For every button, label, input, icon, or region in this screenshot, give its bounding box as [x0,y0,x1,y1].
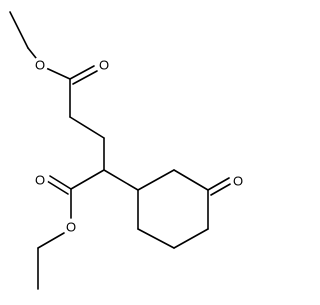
bond-ring-c2-c3 [173,169,209,191]
svg-text:O: O [99,58,109,73]
bond-chain-c4-ring-c1 [103,169,139,191]
bond-chain-c2-c3 [69,116,105,139]
bond-ethyl1-c2-o [27,47,37,59]
bond-o-carbonyl-c1 [45,67,71,80]
skeletal-structure-diagram: O O O O O [9,11,246,290]
bond-ring-c3-double-o-a [207,177,230,191]
atom-ester1-carbonyl-oxygen: O [96,57,112,73]
bond-ring-c3-double-o-b [210,182,233,196]
atom-ketone-oxygen: O [230,173,246,189]
bond-ring-c4-c5 [173,228,209,249]
bond-ring-c5-c6 [137,228,175,249]
bond-o-ethyl2-c1 [37,232,65,249]
bond-ethyl1-c1-c2 [9,11,29,49]
bond-carbonyl-c1-double-o-a [69,65,95,80]
bond-carbonyl-c2-double-o-a [49,175,72,190]
svg-text:O: O [35,58,45,73]
bond-chain-c4-carbonyl-c2 [70,169,105,190]
svg-text:O: O [66,220,76,235]
svg-text:O: O [233,174,243,189]
svg-text:O: O [35,173,45,188]
bond-carbonyl-c1-double-o-b [72,70,98,85]
atom-ester2-carbonyl-oxygen: O [32,172,48,188]
bond-ring-c1-c2 [137,169,175,191]
atom-ester1-alkoxy-oxygen: O [32,57,48,73]
atom-ester2-alkoxy-oxygen: O [63,219,79,235]
bond-carbonyl-c2-double-o-b [46,180,69,195]
